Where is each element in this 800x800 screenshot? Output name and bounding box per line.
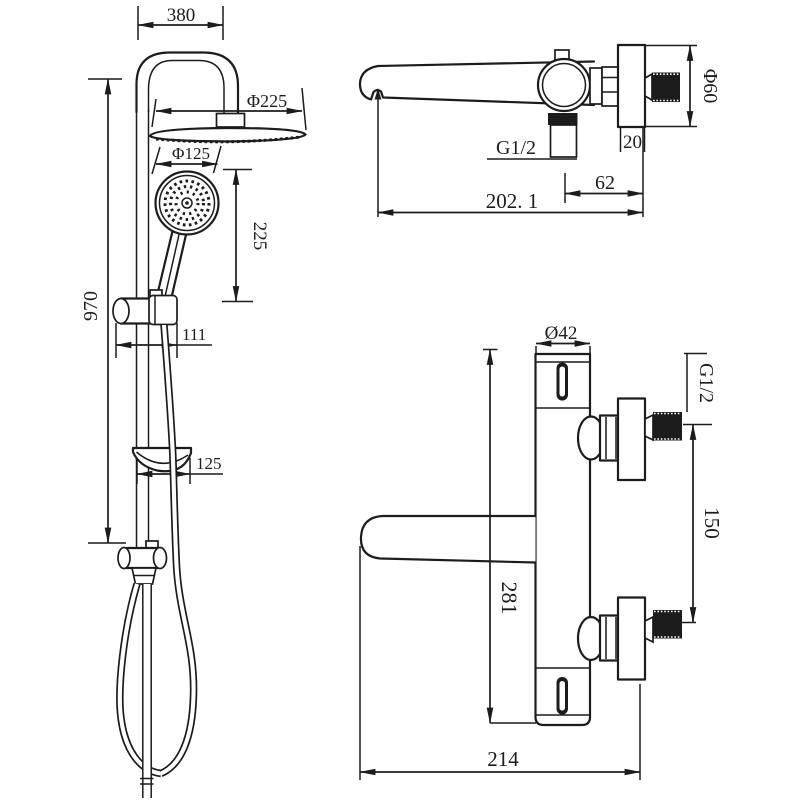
soap-dish — [131, 446, 193, 473]
rain-head-connector — [215, 112, 246, 128]
mixer-spout — [359, 514, 537, 564]
dim-mixer-thread: G1/2 — [684, 352, 717, 412]
mixer-body — [534, 352, 592, 727]
dim-spout-thread-label: G1/2 — [496, 137, 536, 159]
dim-body-height: 281 — [483, 348, 536, 724]
nipple-shaft — [644, 72, 653, 102]
dim-hand-shower-drop-label: 225 — [249, 222, 270, 251]
dim-spout-thread: G1/2 — [487, 137, 577, 160]
dim-slider-offset-label: 111 — [182, 325, 206, 344]
thread-nipple — [652, 72, 680, 102]
dim-column-height: 970 — [80, 78, 126, 544]
wall-bracket — [117, 540, 168, 585]
dim-soap-dish-width-label: 125 — [196, 454, 222, 473]
upper-slot — [556, 362, 568, 401]
top-arm — [135, 51, 240, 115]
dim-rain-head-diameter-label: Φ225 — [247, 91, 287, 111]
view-mixer-front: G1/2 150 Ø42 — [359, 323, 724, 780]
dim-column-height-label: 970 — [80, 291, 102, 321]
dim-connector-spacing: 150 — [681, 423, 724, 624]
dim-escutcheon-diameter-label: Φ60 — [699, 69, 721, 104]
dim-center-to-wall: 62 — [564, 172, 644, 203]
wall-flange — [616, 43, 647, 129]
wall-connector — [589, 43, 680, 129]
dim-escutcheon-depth: 20 — [619, 128, 646, 153]
dim-hand-shower-diameter-label: Φ125 — [172, 144, 210, 163]
dim-body-height-label: 281 — [497, 582, 522, 615]
upper-thread-nipple — [653, 412, 682, 441]
lower-slot — [556, 677, 568, 715]
dim-overall-width-label: 214 — [487, 747, 519, 771]
view-spout-side: G1/2 Φ60 20 62 202. 1 — [358, 43, 721, 217]
dim-hand-shower-diameter: Φ125 — [151, 144, 222, 175]
upper-inlet-connector — [576, 397, 682, 482]
shower-rail — [135, 110, 150, 550]
dim-spout-length-label: 202. 1 — [486, 189, 539, 213]
lower-thread-nipple — [653, 610, 682, 639]
lower-rod — [140, 584, 154, 798]
dim-rain-head-diameter: Φ225 — [151, 87, 307, 131]
dim-top-arm-width: 380 — [137, 5, 224, 40]
dim-center-to-wall-label: 62 — [595, 172, 615, 194]
dim-escutcheon-diameter: Φ60 — [646, 44, 721, 128]
dim-top-arm-width-label: 380 — [167, 5, 196, 26]
slider-holder — [112, 289, 178, 326]
hand-shower-face — [154, 170, 220, 236]
dim-soap-dish-width: 125 — [136, 454, 223, 484]
dim-connector-spacing-label: 150 — [700, 507, 724, 539]
shower-hose — [116, 324, 198, 778]
rain-shower-head — [148, 126, 307, 144]
view-shower-column: 380 Φ225 — [80, 5, 307, 798]
dim-mixer-thread-label: G1/2 — [695, 363, 717, 403]
valve-body — [536, 49, 592, 113]
lower-inlet-connector — [576, 596, 682, 681]
spout-outlet-thread — [548, 113, 578, 158]
dim-escutcheon-depth-label: 20 — [623, 132, 642, 153]
dim-spout-length: 202. 1 — [374, 88, 644, 217]
dim-hand-shower-drop: 225 — [222, 168, 270, 303]
dim-body-diameter: Ø42 — [535, 323, 591, 354]
dim-overall-width: 214 — [359, 546, 641, 780]
dim-body-diameter-label: Ø42 — [545, 323, 578, 344]
